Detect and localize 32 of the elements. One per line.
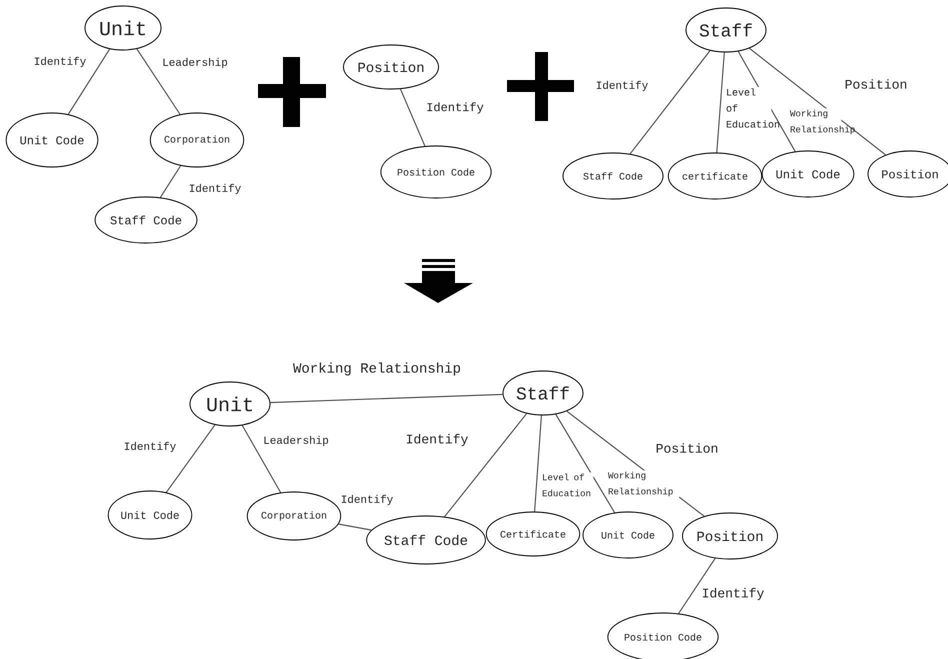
connector-line: [630, 50, 710, 154]
edge-label: Identify: [594, 80, 650, 92]
connector-line: [338, 524, 372, 531]
edge-label: Identify: [700, 586, 766, 602]
connector-line: [749, 48, 886, 156]
edge-label: Identify: [339, 494, 395, 506]
edge-label: Working Relationship: [292, 361, 462, 377]
edge-label: Working Relationship: [788, 108, 855, 136]
connector-line: [555, 414, 616, 513]
edge-label: Identify: [404, 432, 470, 448]
connector-line: [444, 413, 528, 518]
connector-line: [68, 48, 110, 115]
edge-label: Leadership: [160, 56, 230, 70]
edge-label: Identify: [122, 440, 178, 454]
connector-line: [270, 394, 503, 404]
edge-label: Position: [843, 78, 909, 90]
edge-label: Level of Education: [540, 472, 594, 498]
connector-line: [400, 88, 426, 146]
edge-label: Level of Education: [724, 86, 780, 130]
connector-line: [678, 558, 716, 614]
connector-line: [534, 415, 542, 512]
connector-line: [166, 424, 216, 493]
edge-label: Working Relationship: [606, 470, 680, 498]
connector-line: [716, 52, 725, 153]
connector-line: [136, 48, 181, 115]
edge-label: Identify: [424, 101, 486, 115]
connector-line: [160, 165, 182, 198]
connector-line: [242, 425, 282, 493]
edge-label: Identify: [187, 182, 243, 196]
edge-label: Identify: [32, 56, 88, 68]
edge-label: Leadership: [262, 434, 330, 448]
edge-label: Position: [654, 442, 720, 454]
